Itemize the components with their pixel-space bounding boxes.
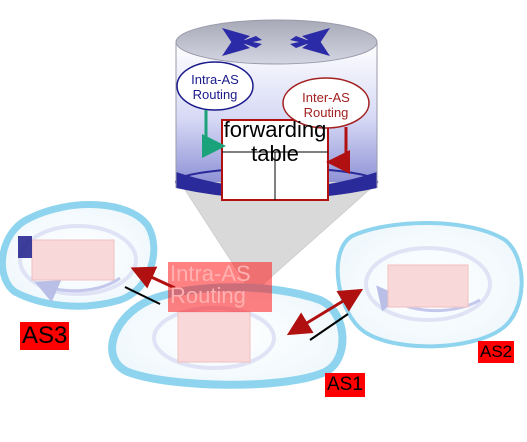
- forwarding-table: [221, 119, 329, 201]
- inter-as-routing-label: Inter-AS Routing: [302, 90, 350, 120]
- router-cross-icon: [222, 28, 330, 56]
- intra-as-routing-label: Intra-AS Routing: [191, 72, 239, 102]
- link-as1-as3: [124, 286, 161, 305]
- as2-cloud: [335, 220, 524, 349]
- router-top: [175, 19, 378, 65]
- as3-label: AS3: [20, 322, 70, 350]
- intra-as-bubble: [176, 61, 254, 111]
- background-intra-as-label: Intra-AS Routing: [170, 261, 251, 308]
- as1-gateway-block: [168, 262, 272, 312]
- arrow-as1-as2: [286, 288, 364, 336]
- as1-label: AS1: [325, 373, 365, 397]
- arrow-as1-as3: [130, 266, 176, 290]
- intra-to-table-arrow: [202, 110, 226, 158]
- forwarding-table-label: forwarding table: [223, 117, 327, 166]
- as3-cloud: [0, 201, 158, 310]
- inter-as-bubble: [282, 77, 370, 129]
- inter-to-table-arrow: [326, 127, 350, 174]
- inter-as-links: [124, 266, 364, 341]
- as2-label: AS2: [478, 341, 515, 363]
